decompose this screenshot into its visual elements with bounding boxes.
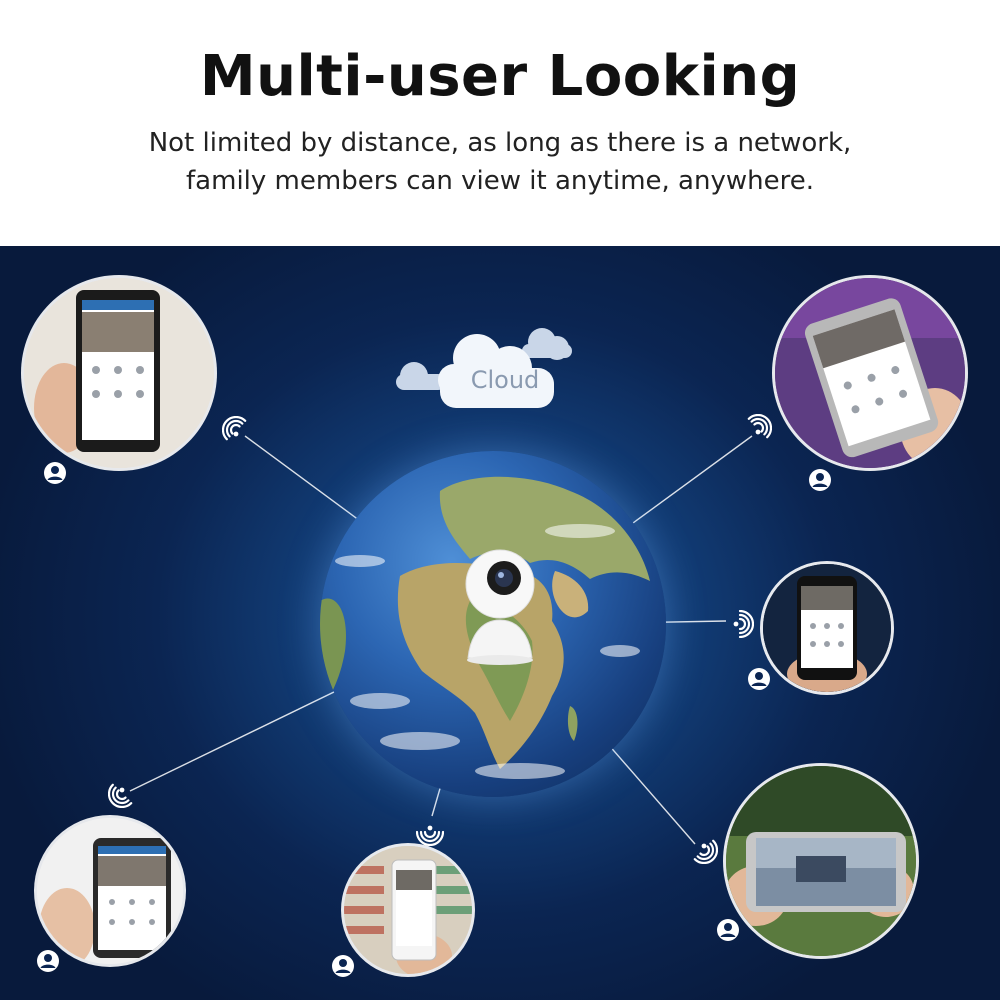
user-phone-bottom-left	[37, 818, 183, 964]
network-scene: Cloud	[0, 246, 1000, 1000]
user-phone-top-right	[775, 278, 965, 468]
user-icon	[717, 919, 739, 941]
wifi-icon	[733, 610, 754, 638]
user-icon	[809, 469, 831, 491]
user-phone-bottom-mid	[344, 846, 472, 974]
phone-icon	[775, 278, 965, 468]
subtitle-line-2: family members can view it anytime, anyw…	[186, 166, 814, 196]
phone-icon	[24, 278, 214, 468]
user-icon	[44, 462, 66, 484]
header: Multi-user Looking Not limited by distan…	[0, 0, 1000, 246]
wifi-icon	[222, 416, 247, 441]
camera-icon	[450, 548, 550, 668]
wifi-icon	[108, 783, 133, 808]
cloud-label: Cloud	[470, 366, 540, 394]
user-phone-top-left	[24, 278, 214, 468]
wifi-icon	[747, 414, 772, 439]
page-title: Multi-user Looking	[199, 44, 801, 109]
user-icon	[332, 955, 354, 977]
subtitle-line-1: Not limited by distance, as long as ther…	[148, 128, 852, 158]
phone-icon	[37, 818, 183, 964]
user-icon	[748, 668, 770, 690]
cloud-icon: Cloud	[392, 324, 582, 414]
wifi-icon	[693, 839, 718, 864]
wifi-icon	[416, 825, 444, 846]
user-phone-mid-right	[763, 564, 891, 692]
user-phone-bottom-right	[726, 766, 916, 956]
phone-icon	[763, 564, 891, 692]
phone-icon	[344, 846, 472, 974]
user-icon	[37, 950, 59, 972]
phone-icon	[726, 766, 916, 956]
